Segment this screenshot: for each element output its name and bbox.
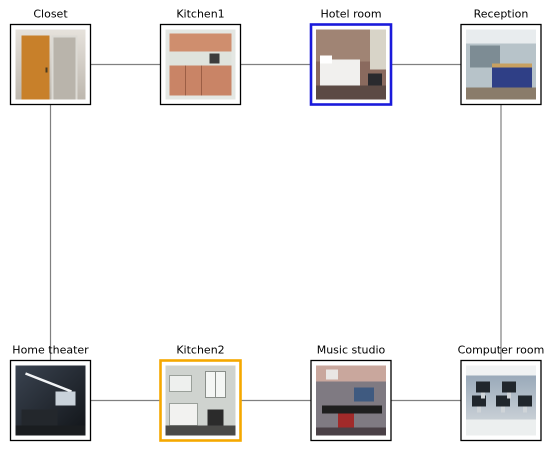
node-reception: Reception <box>460 8 542 106</box>
node-closet: Closet <box>9 8 92 106</box>
kitchen-photo <box>165 365 236 436</box>
node-label-closet: Closet <box>33 8 68 21</box>
node-music-studio: Music studio <box>310 344 392 442</box>
bedroom-photo <box>316 29 386 100</box>
node-label-home-theater: Home theater <box>12 344 89 357</box>
computer-lab-photo <box>466 365 536 436</box>
node-hotel-room: Hotel room <box>309 8 393 106</box>
node-home-theater: Home theater <box>9 344 92 442</box>
doorway-photo <box>15 29 86 100</box>
edges <box>49 63 502 402</box>
node-label-kitchen2: Kitchen2 <box>176 344 224 357</box>
node-label-hotel-room: Hotel room <box>320 8 381 21</box>
kitchen-photo <box>165 29 236 100</box>
node-label-kitchen1: Kitchen1 <box>176 8 224 21</box>
node-computer-room: Computer room <box>458 344 545 442</box>
studio-photo <box>316 365 386 436</box>
node-kitchen1: Kitchen1 <box>159 8 242 106</box>
node-label-music-studio: Music studio <box>317 344 386 357</box>
node-label-reception: Reception <box>474 8 529 21</box>
theater-photo <box>15 365 86 436</box>
node-kitchen2: Kitchen2 <box>159 344 242 442</box>
node-label-computer-room: Computer room <box>458 344 545 357</box>
lobby-photo <box>466 29 536 100</box>
